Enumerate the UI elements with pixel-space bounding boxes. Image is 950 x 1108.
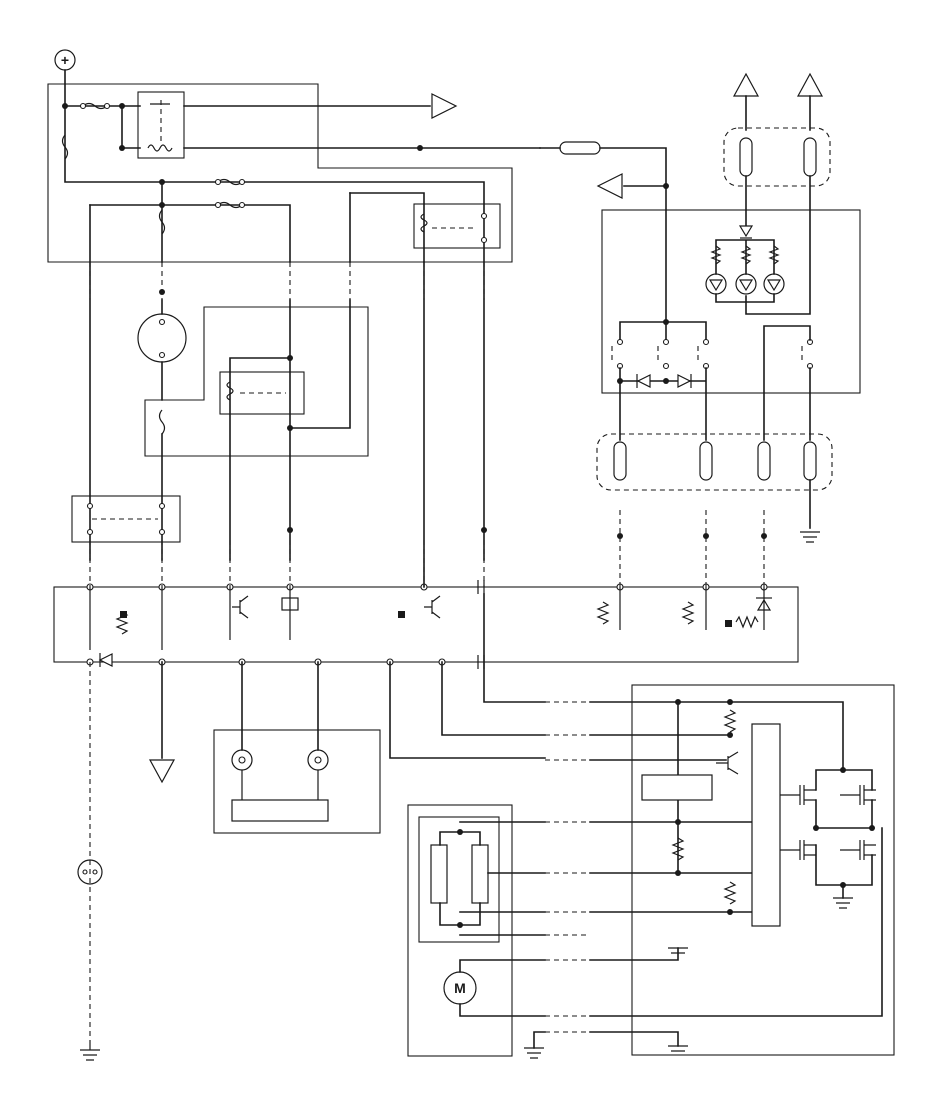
arrow-connector-icon <box>732 72 760 97</box>
control-unit-pins <box>86 583 768 666</box>
ground-icon <box>800 531 820 543</box>
transistor-icon <box>232 595 441 619</box>
switch-contacts <box>616 338 814 370</box>
arrow-connector-icon <box>596 173 623 199</box>
diode-icon <box>636 374 692 388</box>
ground-icon <box>524 1047 544 1059</box>
arrow-connector-icon <box>148 759 176 784</box>
fuse-icon <box>61 102 246 235</box>
svg-text:M: M <box>454 980 466 996</box>
relay-module-outline <box>144 306 369 457</box>
relay-coil-icon <box>226 381 234 401</box>
mosfet-icon <box>780 785 876 860</box>
ground-icon <box>80 1040 100 1061</box>
arrow-connector-icon <box>796 72 824 97</box>
motor-driver-module <box>631 684 895 1056</box>
resistor-icon <box>671 709 737 905</box>
transistor-icon <box>716 751 739 775</box>
fuse-box-outline <box>47 83 513 263</box>
connector-icon <box>77 859 103 885</box>
lower-connector-block <box>596 433 833 491</box>
inline-connector <box>559 141 601 155</box>
actuator-housing <box>407 804 513 1057</box>
arrow-connector-icon <box>431 93 458 119</box>
bulb-icon <box>231 749 329 771</box>
ground-icon <box>668 897 853 1052</box>
gauge-lamp-box <box>213 729 381 834</box>
battery-symbol: + <box>61 52 69 68</box>
resistor-icon <box>710 245 780 265</box>
switch-block <box>71 495 181 543</box>
resistor-icon <box>115 601 759 635</box>
control-unit-outline <box>53 586 799 663</box>
diode-icon <box>98 597 772 667</box>
relay-coil-icon <box>420 213 428 233</box>
main-relay-box <box>137 91 185 159</box>
upper-connector-block <box>723 127 831 187</box>
switch-panel-module <box>601 209 861 394</box>
driver-ic <box>751 723 781 927</box>
motor-icon: M <box>443 971 477 1005</box>
battery-positive-icon: + <box>54 49 76 71</box>
relay-coil-icon <box>147 144 173 152</box>
